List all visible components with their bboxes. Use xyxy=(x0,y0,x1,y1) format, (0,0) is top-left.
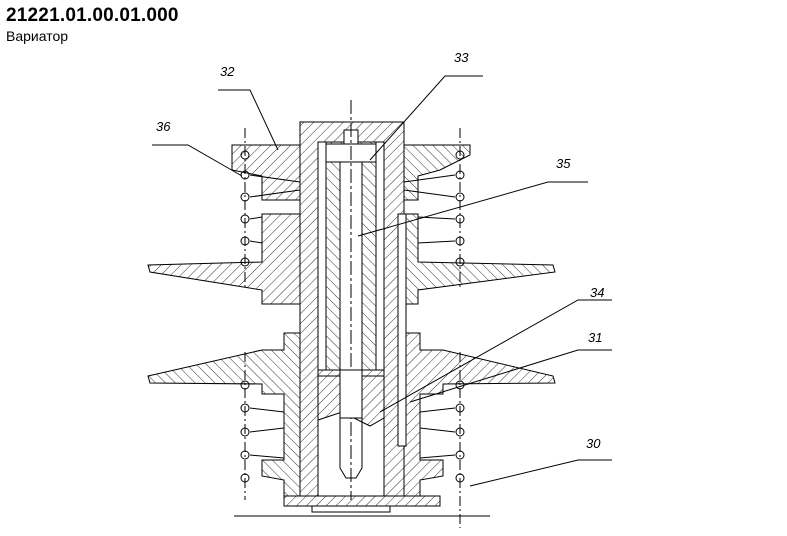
guide-strip xyxy=(397,213,407,447)
upper-sheave-left xyxy=(147,144,301,305)
drawing-code: 21221.01.00.01.000 xyxy=(6,5,179,26)
callout-30: 30 xyxy=(586,436,601,451)
callout-33: 33 xyxy=(454,50,469,65)
bottom-plate xyxy=(283,495,441,507)
lower-sheave-left xyxy=(147,332,301,497)
upper-sheave-right xyxy=(403,144,556,305)
insert-bore xyxy=(339,369,363,419)
callout-31: 31 xyxy=(588,330,602,345)
callout-34: 34 xyxy=(590,285,604,300)
callout-32: 32 xyxy=(220,64,235,79)
lower-sheave-right xyxy=(403,332,556,497)
bottom-boss xyxy=(311,505,391,513)
drawing-title: Вариатор xyxy=(6,28,69,44)
callout-36: 36 xyxy=(156,119,171,134)
leader-lines xyxy=(152,75,612,487)
drawing-header: 21221.01.00.01.000 Вариатор xyxy=(6,4,179,44)
callout-35: 35 xyxy=(556,156,571,171)
spring-right xyxy=(403,150,465,483)
